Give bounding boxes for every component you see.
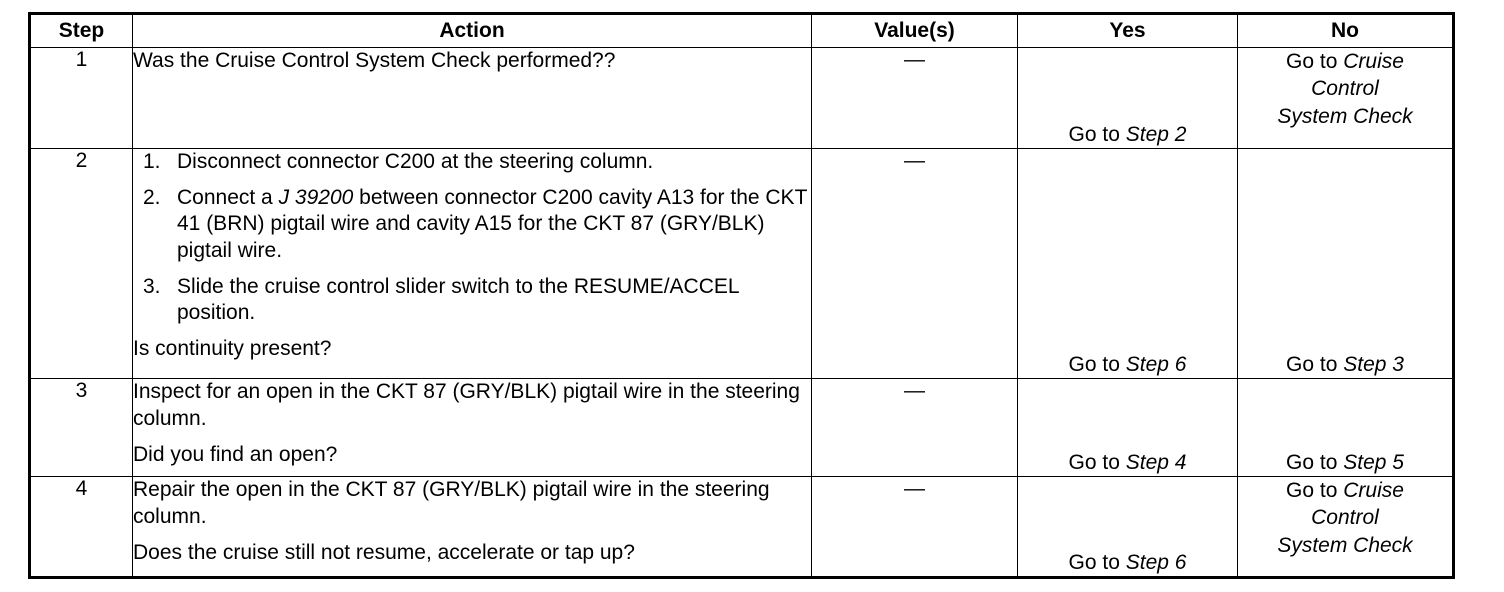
goto-target: Step 5	[1343, 450, 1404, 474]
action-question: Did you find an open?	[133, 443, 338, 467]
table-body: 1 Was the Cruise Control System Check pe…	[29, 47, 1454, 578]
column-header-step: Step	[29, 13, 133, 48]
list-item-number: 3.	[143, 274, 161, 298]
goto-prefix: Go to	[1286, 50, 1344, 73]
table-row: 4 Repair the open in the CKT 87 (GRY/BLK…	[29, 476, 1454, 578]
cell-yes-branch: Go to Step 2	[1017, 47, 1238, 149]
cell-yes-branch: Go to Step 4	[1017, 378, 1238, 477]
list-item-number: 2.	[143, 185, 161, 209]
cell-yes-branch: Go to Step 6	[1017, 148, 1238, 379]
cell-no-branch: Go to Step 3	[1237, 148, 1454, 379]
cell-action: Was the Cruise Control System Check perf…	[132, 47, 812, 149]
column-header-value: Value(s)	[811, 13, 1018, 48]
column-header-yes: Yes	[1017, 13, 1238, 48]
header-row: Step Action Value(s) Yes No	[29, 13, 1454, 48]
table-header: Step Action Value(s) Yes No	[29, 13, 1454, 48]
value-dash: —	[904, 149, 925, 172]
goto-prefix: Go to	[1286, 479, 1344, 502]
action-question: Is continuity present?	[133, 336, 332, 360]
value-dash: —	[904, 48, 925, 71]
column-header-action: Action	[132, 13, 812, 48]
column-header-no: No	[1237, 13, 1454, 48]
table-row: 1 Was the Cruise Control System Check pe…	[29, 47, 1454, 149]
action-step-list: 1. Disconnect connector C200 at the stee…	[133, 149, 811, 327]
list-item-text-pre: Connect a	[177, 185, 279, 209]
goto-prefix: Go to	[1068, 550, 1126, 574]
cell-action: Repair the open in the CKT 87 (GRY/BLK) …	[132, 476, 812, 578]
goto-target-line-2: Control	[1311, 77, 1379, 101]
tool-designation: J 39200	[278, 185, 354, 209]
value-dash: —	[904, 379, 925, 402]
goto-target: Step 4	[1125, 450, 1187, 474]
goto-prefix: Go to	[1068, 352, 1126, 376]
cell-step-number: 4	[29, 476, 133, 578]
list-item: 3. Slide the cruise control slider switc…	[133, 274, 811, 327]
action-statement: Inspect for an open in the CKT 87 (GRY/B…	[133, 380, 800, 430]
list-item-text-post: between connector C200 cavity A13 for th…	[177, 185, 808, 262]
cell-no-branch: Go to Step 5	[1237, 378, 1454, 477]
table-row: 2 1. Disconnect connector C200 at the st…	[29, 148, 1454, 379]
cell-no-branch: Go to Cruise Control System Check	[1237, 476, 1454, 578]
goto-prefix: Go to	[1068, 450, 1126, 474]
goto-target-line-3: System Check	[1277, 104, 1413, 128]
list-item-text: Disconnect connector C200 at the steerin…	[177, 150, 654, 173]
cell-value: —	[811, 148, 1018, 379]
table-row: 3 Inspect for an open in the CKT 87 (GRY…	[29, 378, 1454, 477]
cell-step-number: 1	[29, 47, 133, 149]
list-item-number: 1.	[143, 150, 161, 173]
list-item-text: Slide the cruise control slider switch t…	[177, 274, 739, 325]
list-item: 2. Connect a J 39200 between connector C…	[133, 185, 811, 265]
cell-step-number: 2	[29, 148, 133, 379]
goto-target: Step 6	[1125, 550, 1187, 574]
goto-prefix: Go to	[1286, 352, 1344, 376]
cell-action: Inspect for an open in the CKT 87 (GRY/B…	[132, 378, 812, 477]
cell-no-branch: Go to Cruise Control System Check	[1237, 47, 1454, 149]
goto-target-line-3: System Check	[1277, 533, 1413, 557]
goto-target-line-1: Cruise	[1343, 50, 1404, 73]
action-statement: Repair the open in the CKT 87 (GRY/BLK) …	[133, 478, 770, 528]
list-item: 1. Disconnect connector C200 at the stee…	[133, 149, 811, 176]
cell-value: —	[811, 476, 1018, 578]
cell-action: 1. Disconnect connector C200 at the stee…	[132, 148, 812, 379]
diagnostic-table: Step Action Value(s) Yes No 1 Was the Cr…	[28, 12, 1455, 579]
cell-value: —	[811, 47, 1018, 149]
action-question: Does the cruise still not resume, accele…	[133, 541, 635, 565]
goto-target-line-1: Cruise	[1343, 479, 1404, 502]
cell-value: —	[811, 378, 1018, 477]
value-dash: —	[904, 477, 925, 500]
goto-target-line-2: Control	[1311, 506, 1379, 530]
cell-yes-branch: Go to Step 6	[1017, 476, 1238, 578]
goto-prefix: Go to	[1068, 122, 1126, 146]
action-question: Was the Cruise Control System Check perf…	[133, 49, 616, 72]
goto-target: Step 6	[1125, 352, 1187, 376]
goto-target: Step 2	[1125, 122, 1187, 146]
goto-prefix: Go to	[1286, 450, 1344, 474]
goto-target: Step 3	[1343, 352, 1404, 376]
cell-step-number: 3	[29, 378, 133, 477]
